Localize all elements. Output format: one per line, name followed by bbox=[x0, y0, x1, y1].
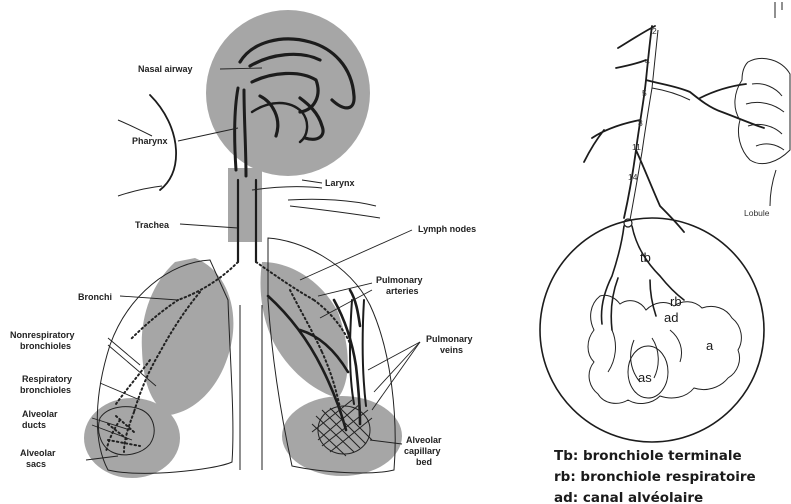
label-pulmonary-veins-1: Pulmonary bbox=[426, 334, 473, 344]
legend-line-1: Tb: bronchiole terminale bbox=[554, 448, 742, 464]
label-respiratory-2: bronchioles bbox=[20, 385, 71, 395]
label-pharynx: Pharynx bbox=[132, 136, 168, 146]
lobule-leader bbox=[770, 170, 776, 206]
label-rb: rb bbox=[670, 294, 682, 309]
label-tb: tb bbox=[640, 250, 651, 265]
right-lung-shading bbox=[261, 262, 348, 398]
label-pulmonary-arteries-2: arteries bbox=[386, 286, 419, 296]
lobule-cluster bbox=[735, 58, 790, 163]
svg-text:11: 11 bbox=[632, 142, 641, 152]
nasal-region-shading bbox=[206, 10, 370, 176]
label-lymph-nodes: Lymph nodes bbox=[418, 224, 476, 234]
label-alveolar-sacs-1: Alveolar bbox=[20, 448, 56, 458]
svg-text:8: 8 bbox=[638, 118, 643, 128]
label-alveolar-ducts-2: ducts bbox=[22, 420, 46, 430]
lobule-illustration: Lobule 2 4 5 8 11 14 tb rb ad a as Tb: b… bbox=[540, 2, 790, 504]
acinus-circle bbox=[540, 218, 764, 442]
label-respiratory-1: Respiratory bbox=[22, 374, 72, 384]
corner-mark bbox=[775, 2, 782, 18]
label-nonrespiratory-1: Nonrespiratory bbox=[10, 330, 75, 340]
legend: Tb: bronchiole terminale rb: bronchiole … bbox=[554, 448, 756, 504]
label-pulmonary-arteries-1: Pulmonary bbox=[376, 275, 423, 285]
label-larynx: Larynx bbox=[325, 178, 355, 188]
svg-text:14: 14 bbox=[628, 172, 638, 182]
svg-text:5: 5 bbox=[642, 88, 647, 98]
label-lobule: Lobule bbox=[744, 208, 770, 218]
legend-line-2: rb: bronchiole respiratoire bbox=[554, 469, 756, 485]
svg-text:4: 4 bbox=[645, 56, 650, 66]
label-alveolar-capillary-3: bed bbox=[416, 457, 432, 467]
label-alveolar-ducts-1: Alveolar bbox=[22, 409, 58, 419]
label-alveolar-sacs-2: sacs bbox=[26, 459, 46, 469]
bronchial-branches bbox=[584, 26, 764, 232]
svg-text:2: 2 bbox=[652, 26, 657, 36]
pharynx-lines bbox=[118, 120, 162, 196]
label-as: as bbox=[638, 370, 652, 385]
larynx-extra-lines bbox=[288, 199, 380, 218]
label-nasal-airway: Nasal airway bbox=[138, 64, 193, 74]
mediastinum-outline bbox=[240, 305, 262, 470]
label-a: a bbox=[706, 338, 714, 353]
label-bronchi: Bronchi bbox=[78, 292, 112, 302]
legend-line-3: ad: canal alvéolaire bbox=[554, 490, 703, 504]
label-pulmonary-veins-2: veins bbox=[440, 345, 463, 355]
respiratory-tract-illustration: Nasal airway Pharynx Larynx Trachea Lymp… bbox=[10, 10, 476, 478]
label-ad: ad bbox=[664, 310, 678, 325]
label-nonrespiratory-2: bronchioles bbox=[20, 341, 71, 351]
larynx-line bbox=[252, 187, 322, 190]
label-alveolar-capillary-2: capillary bbox=[404, 446, 441, 456]
label-alveolar-capillary-1: Alveolar bbox=[406, 435, 442, 445]
label-trachea: Trachea bbox=[135, 220, 170, 230]
